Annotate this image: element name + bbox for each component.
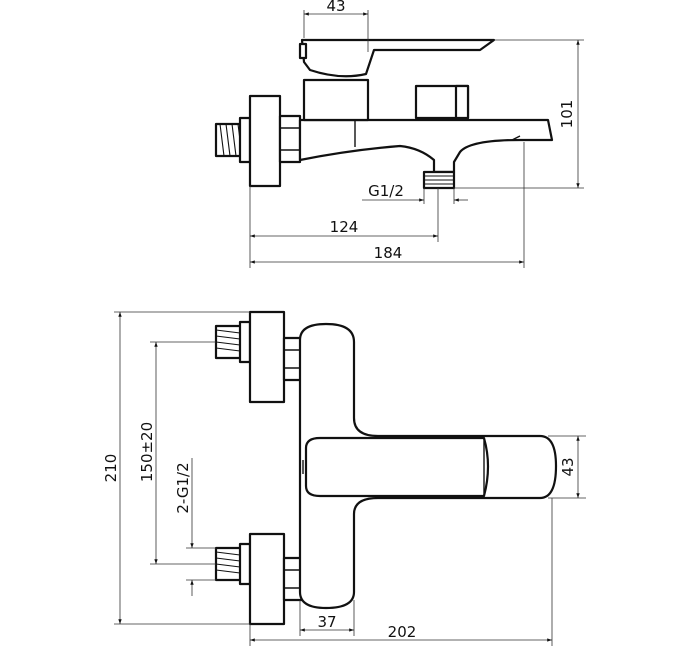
top-upper-escutcheon: [248, 310, 286, 404]
side-diverter: [414, 84, 470, 120]
top-dim-centers-label: 150±20: [138, 422, 156, 482]
top-dim-inlet-thread: 2-G1/2: [174, 458, 216, 596]
top-dim-centers: 150±20: [138, 341, 216, 565]
side-dim-height: 101: [454, 39, 584, 189]
top-dim-lever-width: 43: [548, 435, 586, 499]
side-cartridge: [302, 78, 370, 122]
side-dim-thread: G1/2: [362, 182, 468, 204]
top-dim-total-length: 202: [249, 498, 553, 646]
top-dim-height: 210: [102, 311, 250, 625]
side-handle: [300, 38, 496, 78]
side-view: 43 101 G1/2 124 184: [214, 0, 584, 268]
side-body: [298, 118, 554, 174]
top-dim-height-label: 210: [102, 454, 120, 483]
top-lower-inlet: [214, 532, 304, 626]
side-dim-outlet-distance: 124: [249, 186, 439, 268]
side-dim-height-label: 101: [558, 100, 576, 129]
top-dim-total-length-label: 202: [388, 623, 417, 641]
top-dim-body-offset: 37: [299, 600, 355, 636]
side-dim-outlet-distance-label: 124: [330, 218, 359, 236]
top-dim-body-offset-label: 37: [317, 613, 336, 631]
side-inlet-thread: [214, 116, 252, 164]
top-view: 210 150±20 2-G1/2 43: [102, 310, 586, 646]
side-dim-total-length: 184: [249, 142, 525, 268]
side-dim-thread-label: G1/2: [368, 182, 404, 200]
side-dim-handle-label: 43: [326, 0, 345, 15]
top-dim-inlet-thread-label: 2-G1/2: [174, 462, 192, 513]
top-lever: [304, 436, 490, 498]
side-dim-handle: 43: [303, 0, 369, 52]
side-outlet-thread: [422, 170, 456, 190]
top-dim-lever-width-label: 43: [559, 457, 577, 476]
top-lower-escutcheon: [248, 532, 286, 626]
side-escutcheon: [248, 94, 282, 188]
side-connector-nut: [278, 114, 302, 164]
side-dim-total-length-label: 184: [374, 244, 403, 262]
top-upper-inlet: [214, 310, 304, 404]
